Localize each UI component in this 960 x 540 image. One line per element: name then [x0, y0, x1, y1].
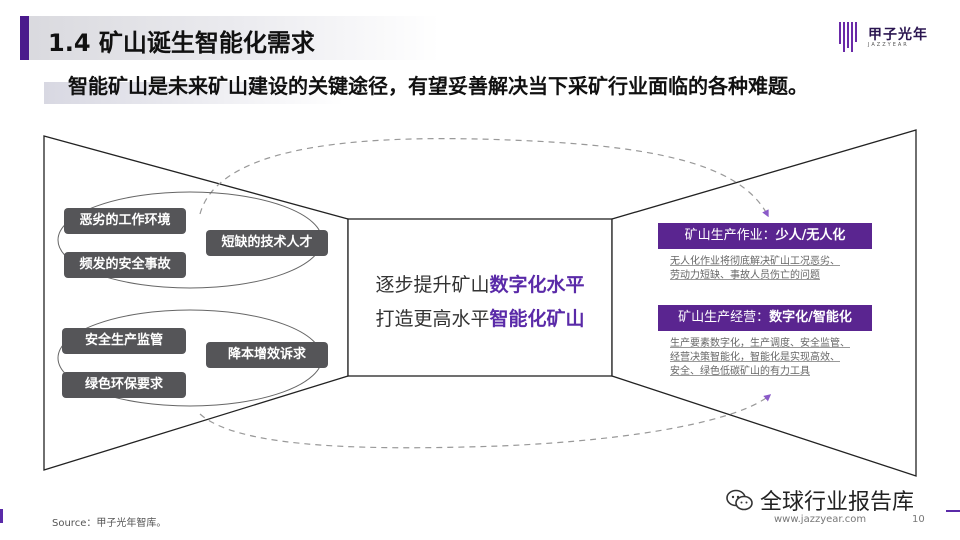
tag-cost-efficiency: 降本增效诉求 — [206, 342, 328, 368]
tag-green-environment: 绿色环保要求 — [62, 372, 186, 398]
center-box — [347, 218, 613, 377]
right-funnel-shape — [611, 129, 917, 477]
center-line-1: 逐步提升矿山数字化水平 — [375, 274, 585, 296]
footer-url[interactable]: www.jazzyear.com — [774, 514, 867, 525]
wechat-icon — [726, 489, 753, 511]
jazzyear-logo-icon — [839, 22, 857, 52]
tag-talent-shortage: 短缺的技术人才 — [206, 230, 328, 256]
brand-logo: 甲子光年 JAZZYEAR — [838, 22, 948, 52]
logo-subtext: JAZZYEAR — [868, 42, 909, 48]
page-number: 10 — [912, 514, 925, 525]
top-dashed-arc — [199, 138, 769, 218]
footer-brand: 全球行业报告库 — [760, 490, 915, 515]
title-background — [20, 16, 440, 60]
production-operation-desc: 无人化作业将彻底解决矿山工况恶劣、劳动力短缺、事故人员伤亡的问题 — [670, 256, 840, 281]
center-line-2: 打造更高水平智能化矿山 — [375, 308, 585, 330]
title-accent-bar — [20, 16, 29, 60]
bottom-dashed-arc — [199, 394, 772, 449]
logo-text: 甲子光年 — [868, 27, 928, 43]
subtitle-highlight — [44, 82, 344, 104]
page-title: 1.4 矿山诞生智能化需求 — [48, 29, 315, 57]
production-management-desc: 生产要素数字化，生产调度、安全监管、经营决策智能化，智能化是实现高效、安全、绿色… — [670, 338, 850, 377]
left-funnel-shape — [43, 135, 349, 471]
title-block: 1.4 矿山诞生智能化需求 — [20, 16, 440, 60]
tag-harsh-environment: 恶劣的工作环境 — [64, 208, 186, 234]
tag-safety-supervision: 安全生产监管 — [62, 328, 186, 354]
footer-accent-right — [946, 510, 960, 512]
production-operation-tag: 矿山生产作业：少人/无人化 — [658, 223, 872, 249]
tag-safety-accidents: 频发的安全事故 — [64, 252, 186, 278]
footer-accent-left — [0, 509, 3, 523]
production-management-tag: 矿山生产经营：数字化/智能化 — [658, 305, 872, 331]
source-note: Source：甲子光年智库。 — [52, 518, 167, 529]
subtitle: 智能矿山是未来矿山建设的关键途径，有望妥善解决当下采矿行业面临的各种难题。 — [68, 74, 808, 98]
